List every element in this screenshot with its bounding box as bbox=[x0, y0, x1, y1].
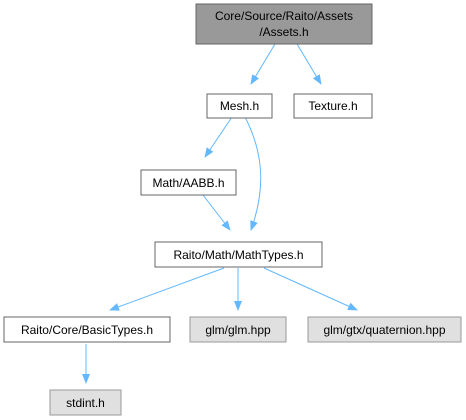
edges bbox=[82, 43, 358, 384]
edge-mesh-to-aabb bbox=[204, 116, 233, 158]
node-mesh-h[interactable]: Mesh.h bbox=[206, 93, 273, 119]
node-glm-hpp-label: glm/glm.hpp bbox=[205, 323, 271, 337]
node-glm-hpp[interactable]: glm/glm.hpp bbox=[189, 316, 287, 343]
edge-mathtypes-to-basictypes bbox=[109, 267, 225, 311]
node-mesh-h-label: Mesh.h bbox=[220, 99, 259, 113]
node-basictypes-h-label: Raito/Core/BasicTypes.h bbox=[21, 323, 153, 337]
node-stdint-h[interactable]: stdint.h bbox=[49, 389, 122, 416]
edge-mathtypes-to-quaternion bbox=[263, 267, 358, 311]
node-mathtypes-h[interactable]: Raito/Math/MathTypes.h bbox=[154, 241, 323, 268]
node-assets-h-label-line2: /Assets.h bbox=[259, 25, 308, 39]
node-aabb-h[interactable]: Math/AABB.h bbox=[140, 169, 237, 196]
node-quaternion-hpp[interactable]: glm/gtx/quaternion.hpp bbox=[307, 316, 462, 343]
node-texture-h-label: Texture.h bbox=[308, 99, 357, 113]
edge-assets-to-texture bbox=[296, 43, 322, 85]
edge-aabb-to-mathtypes bbox=[202, 194, 231, 231]
node-stdint-h-label: stdint.h bbox=[66, 396, 105, 410]
node-assets-h-label-line1: Core/Source/Raito/Assets bbox=[215, 9, 353, 23]
node-assets-h[interactable]: Core/Source/Raito/Assets /Assets.h bbox=[195, 3, 373, 45]
node-texture-h[interactable]: Texture.h bbox=[293, 93, 373, 119]
node-mathtypes-h-label: Raito/Math/MathTypes.h bbox=[173, 248, 303, 262]
node-quaternion-hpp-label: glm/gtx/quaternion.hpp bbox=[323, 323, 445, 337]
node-basictypes-h[interactable]: Raito/Core/BasicTypes.h bbox=[3, 316, 171, 343]
edge-mesh-to-mathtypes bbox=[244, 116, 262, 231]
edge-assets-to-mesh bbox=[250, 43, 276, 85]
node-aabb-h-label: Math/AABB.h bbox=[152, 176, 224, 190]
